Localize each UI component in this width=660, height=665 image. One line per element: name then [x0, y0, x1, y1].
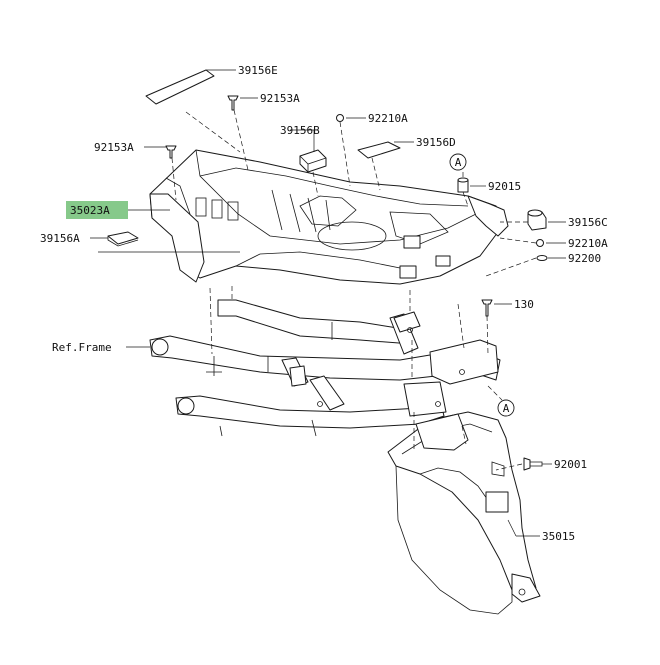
- label-39156C[interactable]: 39156C: [568, 216, 608, 229]
- rear-undertray-35023A: [149, 149, 509, 285]
- fender-flap-tip: [511, 573, 541, 603]
- screw-92153A-top: [227, 95, 239, 111]
- cushion-39156C: [527, 209, 547, 231]
- label-92001[interactable]: 92001: [554, 458, 587, 471]
- label-92210A-top[interactable]: 92210A: [368, 112, 408, 125]
- label-92153A-top[interactable]: 92153A: [260, 92, 300, 105]
- fender-lamp-bracket: [485, 491, 509, 513]
- callout-a-bottom: A: [497, 399, 515, 417]
- screw-92153A-left: [165, 145, 177, 159]
- pad-39156D: [357, 141, 401, 159]
- leader-lines: [90, 69, 566, 537]
- label-39156D[interactable]: 39156D: [416, 136, 456, 149]
- label-35015[interactable]: 35015: [542, 530, 575, 543]
- callout-a-top: A: [449, 153, 467, 171]
- label-39156B[interactable]: 39156B: [280, 124, 320, 137]
- rear-fender-35015: [387, 411, 541, 615]
- label-39156A[interactable]: 39156A: [40, 232, 80, 245]
- nut-92210A-top: [336, 114, 344, 122]
- assembly-lines: [171, 109, 537, 471]
- label-35023A[interactable]: 35023A: [70, 204, 110, 217]
- label-92200[interactable]: 92200: [568, 252, 601, 265]
- pad-39156E: [145, 69, 215, 105]
- bolt-130: [481, 299, 493, 317]
- callout-a-top-label: A: [455, 156, 462, 169]
- rear-subframe: [149, 299, 501, 451]
- pad-39156B: [299, 149, 327, 173]
- label-39156E[interactable]: 39156E: [238, 64, 278, 77]
- part-labels: 39156E 92153A 92210A 39156B 39156D 92153…: [40, 64, 608, 543]
- label-92210A-right[interactable]: 92210A: [568, 237, 608, 250]
- callout-a-bottom-label: A: [503, 402, 510, 415]
- frame-mount-plate: [429, 339, 499, 385]
- label-92153A-left[interactable]: 92153A: [94, 141, 134, 154]
- label-92015[interactable]: 92015: [488, 180, 521, 193]
- nut-92210A-right: [536, 239, 544, 247]
- bolt-92001: [523, 457, 531, 471]
- washer-92200: [536, 255, 548, 261]
- label-130[interactable]: 130: [514, 298, 534, 311]
- collar-92015: [457, 177, 469, 193]
- label-ref-frame: Ref.Frame: [52, 341, 112, 354]
- pad-39156A: [107, 231, 139, 245]
- part-highlight-35023A: [66, 201, 128, 219]
